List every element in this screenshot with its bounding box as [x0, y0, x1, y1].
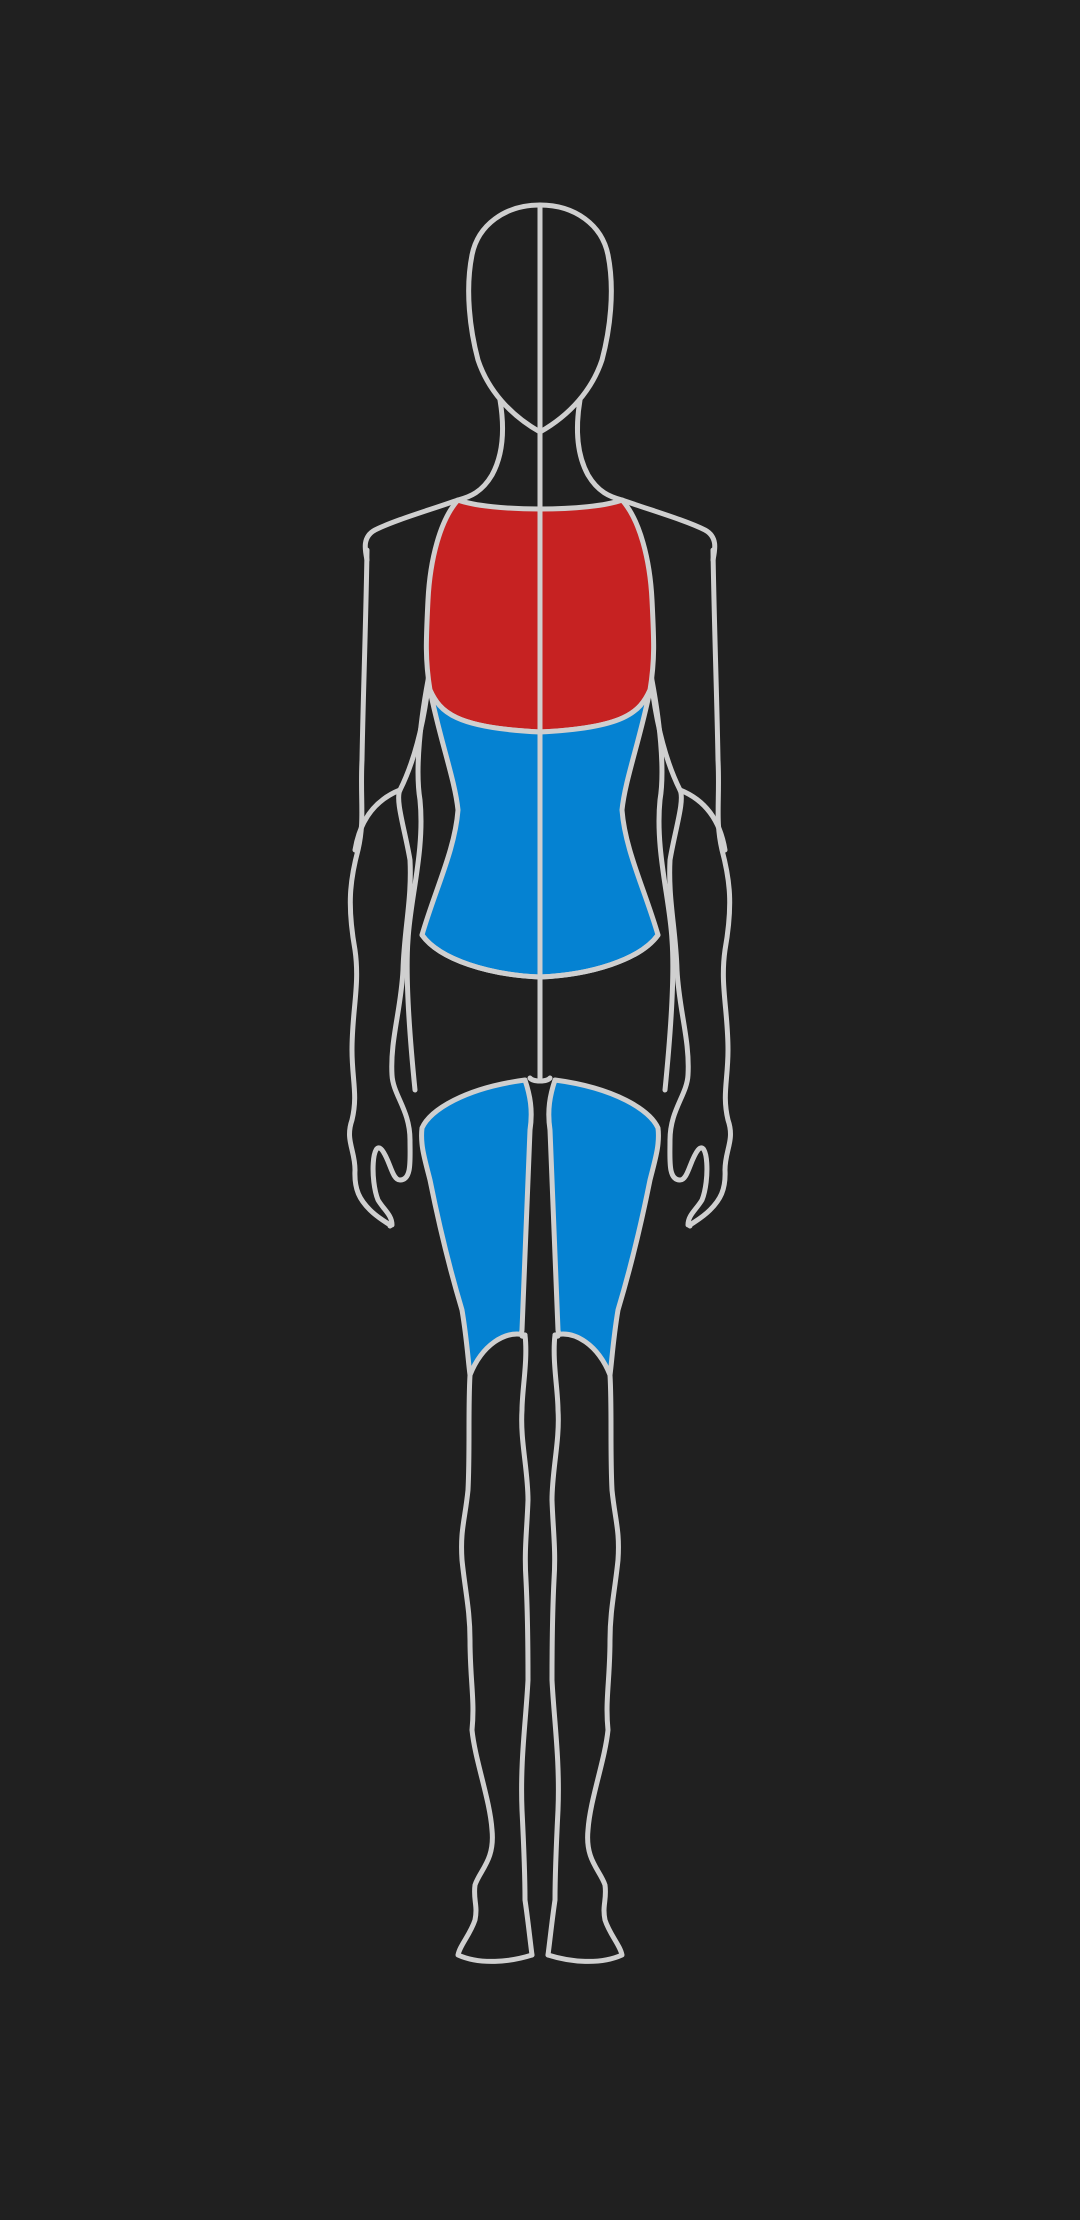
neck-outline-right [574, 397, 625, 503]
leg-right-inner [545, 1332, 561, 1958]
arm-left-crease [352, 787, 403, 853]
arm-left-outer [347, 547, 393, 1229]
neck-outline-left [455, 397, 506, 503]
thigh-left-zone[interactable] [419, 1077, 534, 1378]
leg-right-outer [545, 1372, 625, 1964]
torso-right-side [647, 667, 676, 1093]
hip-line [419, 932, 661, 980]
crotch [527, 1075, 553, 1084]
leg-left-inner [519, 1332, 535, 1958]
torso-left-side [404, 667, 433, 1093]
leg-left-outer [455, 1372, 535, 1964]
arm-left-inner [370, 667, 433, 1228]
arm-right-inner [647, 667, 710, 1228]
arm-right-crease [677, 787, 728, 853]
thigh-right-zone[interactable] [546, 1077, 661, 1378]
arm-right-outer [687, 547, 733, 1229]
